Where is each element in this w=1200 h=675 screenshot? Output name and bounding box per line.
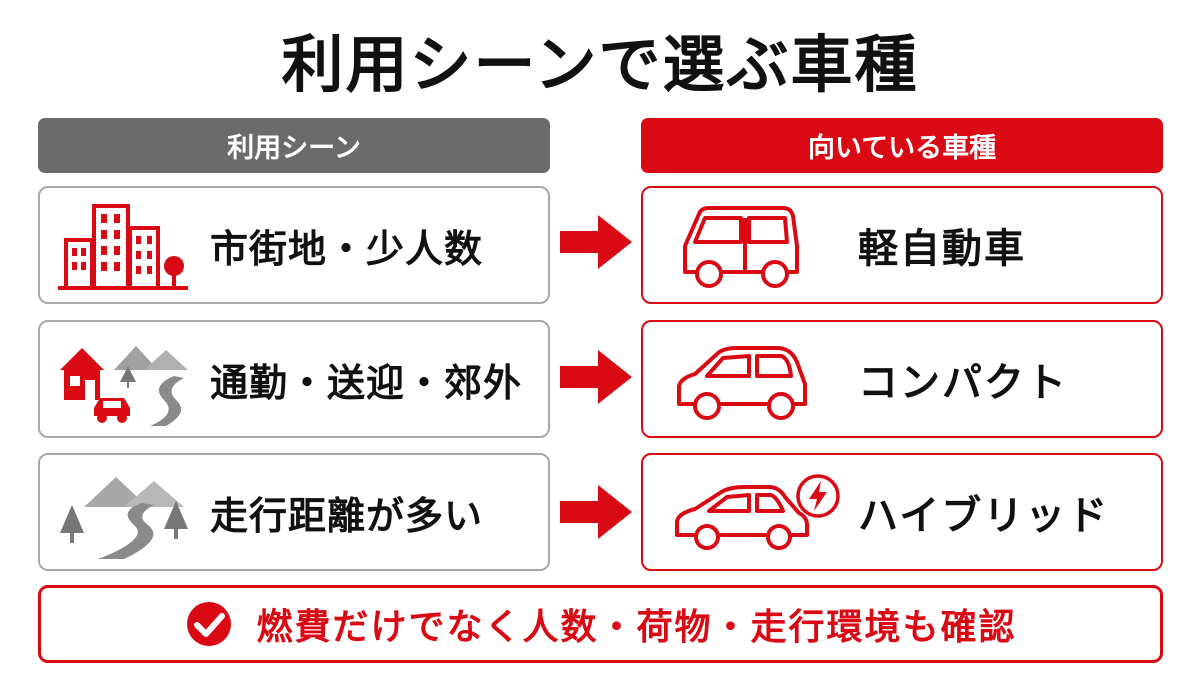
- check-circle-icon: [187, 602, 232, 646]
- scene-card-commute: 通勤・送迎・郊外: [38, 320, 550, 438]
- vehicle-label: ハイブリッド: [858, 493, 1110, 539]
- scene-card-long-distance: 走行距離が多い: [38, 453, 550, 571]
- note-text: 燃費だけでなく人数・荷物・走行環境も確認: [256, 607, 1017, 648]
- lightning-bolt-icon: [796, 474, 840, 518]
- scene-card-city: 市街地・少人数: [38, 186, 550, 304]
- kei-car-icon: [683, 206, 799, 288]
- vehicle-column-header: 向いている車種: [641, 118, 1163, 173]
- vehicle-label: コンパクト: [858, 360, 1068, 406]
- right-arrow-icon: [560, 215, 632, 269]
- right-arrow-icon: [560, 350, 632, 404]
- right-arrow-icon: [560, 485, 632, 539]
- vehicle-card-hybrid: ハイブリッド: [641, 453, 1163, 571]
- house-road-car-icon: [60, 346, 188, 426]
- city-buildings-icon: [58, 204, 188, 290]
- hybrid-car-icon: [675, 485, 809, 550]
- note-box: 燃費だけでなく人数・荷物・走行環境も確認: [38, 585, 1163, 663]
- scene-label: 走行距離が多い: [210, 493, 484, 538]
- scene-label: 市街地・少人数: [210, 226, 484, 271]
- vehicle-card-compact: コンパクト: [641, 320, 1163, 438]
- page-title: 利用シーンで選ぶ車種: [281, 28, 919, 101]
- compact-car-icon: [677, 346, 807, 420]
- scene-label: 通勤・送迎・郊外: [210, 360, 523, 405]
- scene-column-header: 利用シーン: [38, 118, 550, 173]
- vehicle-label: 軽自動車: [858, 226, 1026, 272]
- vehicle-card-kei: 軽自動車: [641, 186, 1163, 304]
- mountain-road-icon: [60, 477, 188, 559]
